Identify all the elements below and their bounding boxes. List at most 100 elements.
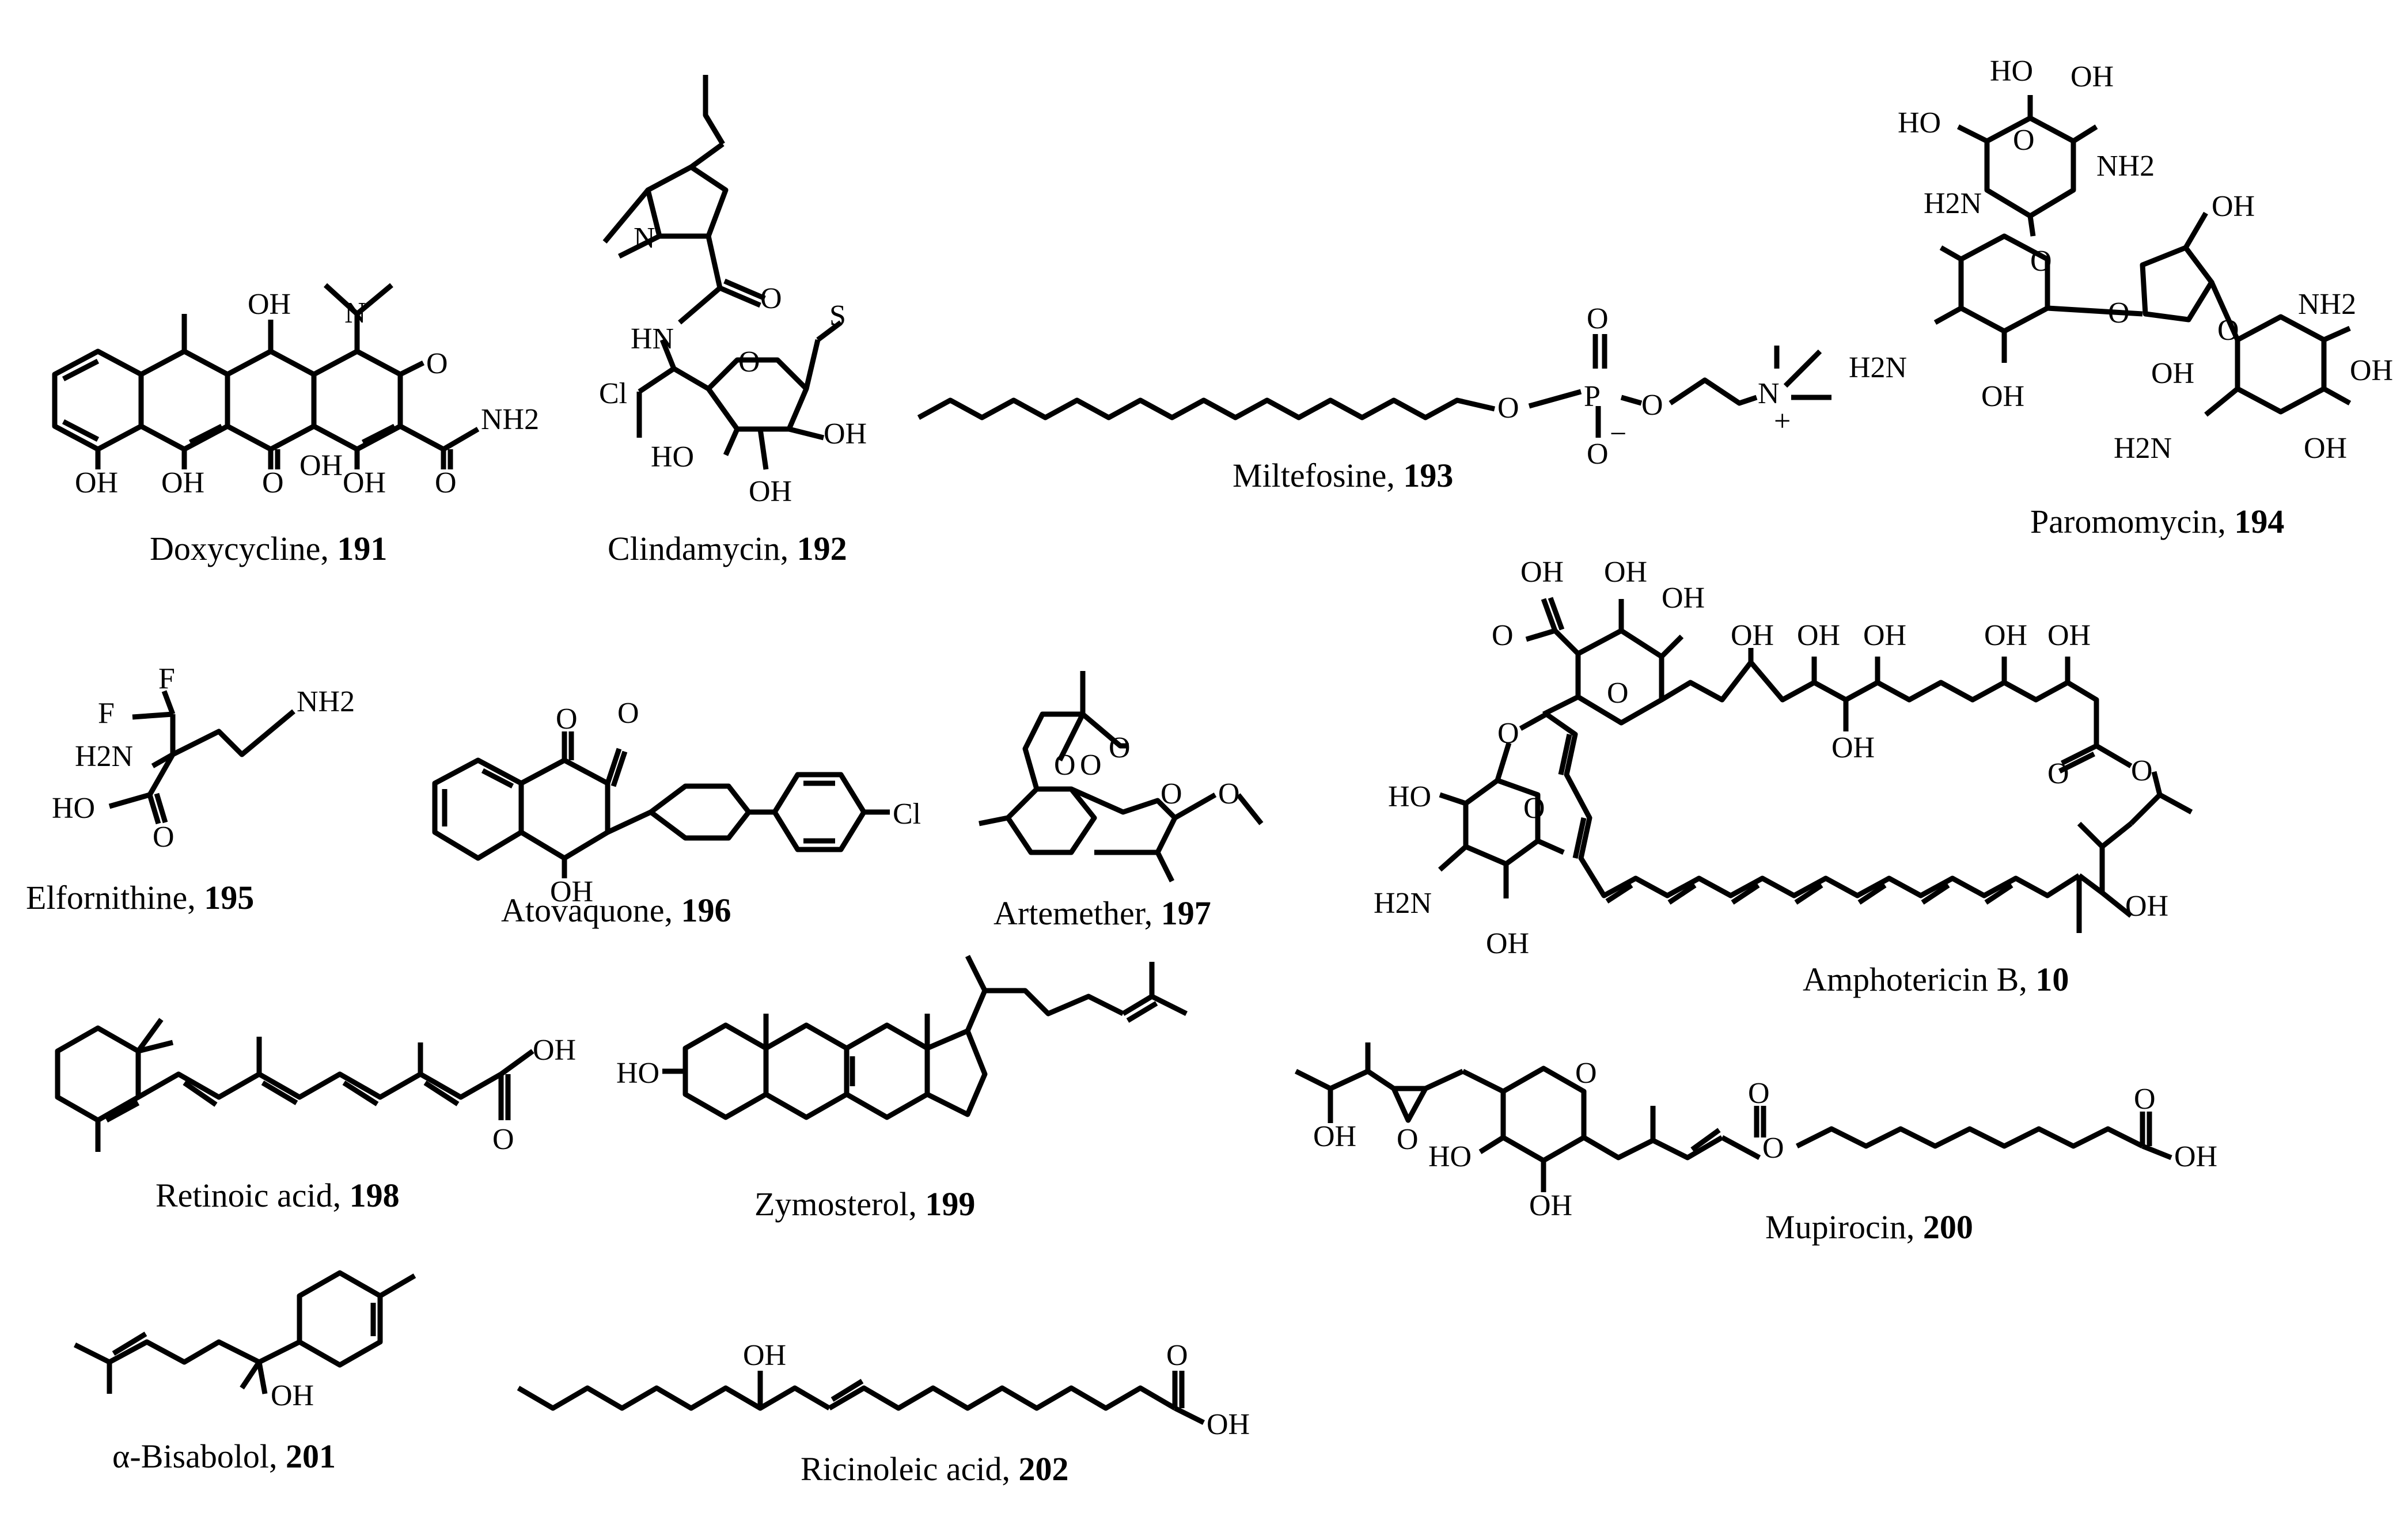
- caption-elfornithine: Elfornithine, 195: [26, 879, 254, 916]
- caption-artemether: Artemether, 197: [993, 894, 1211, 932]
- atom-ho: HO: [1428, 1140, 1472, 1173]
- atom-o: O: [1497, 717, 1519, 750]
- structure-zymosterol: HO: [616, 954, 1188, 1120]
- atom-oh: OH: [75, 467, 118, 499]
- structure-ricinoleic-acid: OH O OH: [517, 1339, 1250, 1441]
- atom-o: O: [435, 467, 457, 499]
- atom-oh: OH: [248, 288, 291, 321]
- atom-oh: OH: [1731, 619, 1774, 652]
- atom-h2n: H2N: [1374, 887, 1432, 920]
- atom-oh: OH: [749, 475, 792, 508]
- atom-o: O: [426, 347, 448, 380]
- caption-atovaquone: Atovaquone, 196: [501, 892, 731, 929]
- caption-miltefosine: Miltefosine, 193: [1233, 457, 1453, 494]
- atom-oh: OH: [1604, 556, 1647, 589]
- structure-doxycycline: O OH N OH OH O OH OH O NH2: [52, 283, 539, 499]
- caption-amphotericin-b: Amphotericin B, 10: [1803, 961, 2069, 998]
- atom-nh2: NH2: [297, 685, 355, 718]
- atom-o: O: [153, 821, 175, 854]
- atom-n: N: [344, 297, 366, 329]
- atom-oh: OH: [2174, 1140, 2217, 1173]
- atom-o: O: [1166, 1339, 1188, 1372]
- atom-ho: HO: [651, 441, 694, 473]
- atom-oh: OH: [1863, 619, 1906, 652]
- atom-oh: OH: [2070, 60, 2114, 93]
- structure-amphotericin-b: OH OH OH O O OH OH OH OH OH OH O O OH O …: [1374, 556, 2193, 960]
- atom-oh: OH: [299, 449, 343, 482]
- atom-f: F: [158, 662, 175, 695]
- structure-alpha-bisabolol: OH: [73, 1270, 416, 1412]
- atom-o: O: [738, 346, 760, 378]
- caption-retinoic-acid: Retinoic acid, 198: [156, 1177, 400, 1214]
- atom-o: O: [760, 282, 782, 315]
- structure-miltefosine: O P O O − O N +: [917, 302, 1831, 471]
- caption-doxycycline: Doxycycline, 191: [150, 530, 387, 567]
- atom-o: O: [617, 697, 639, 730]
- atom-cl: Cl: [599, 377, 627, 410]
- atom-o: O: [1762, 1132, 1784, 1165]
- atom-o: O: [2047, 757, 2069, 790]
- atom-n: N: [634, 222, 655, 255]
- atom-o: O: [2030, 245, 2052, 278]
- caption-ricinoleic-acid: Ricinoleic acid, 202: [801, 1450, 1068, 1488]
- atom-o: O: [1587, 302, 1609, 335]
- atom-oh: OH: [1313, 1120, 1356, 1153]
- atom-o: O: [1575, 1057, 1597, 1090]
- atom-s: S: [829, 299, 846, 332]
- atom-oh: OH: [2212, 190, 2255, 223]
- atom-o: O: [1523, 792, 1545, 825]
- atom-h2n: H2N: [1849, 351, 1907, 384]
- atom-minus: −: [1610, 418, 1626, 450]
- atom-o: O: [1397, 1123, 1419, 1156]
- atom-o: O: [1054, 749, 1076, 782]
- atom-oh: OH: [1831, 731, 1875, 764]
- atom-oh: OH: [1520, 556, 1564, 589]
- atom-o: O: [1748, 1077, 1770, 1110]
- atom-f: F: [98, 697, 115, 730]
- atom-oh: OH: [1797, 619, 1840, 652]
- atom-oh: OH: [824, 418, 867, 450]
- atom-nh2: NH2: [2298, 288, 2356, 321]
- caption-alpha-bisabolol: α-Bisabolol, 201: [112, 1438, 336, 1475]
- atom-o: O: [1587, 438, 1609, 471]
- atom-o: O: [2131, 754, 2153, 787]
- structure-clindamycin: HN Cl O S N O HO OH OH: [599, 75, 867, 508]
- atom-oh: OH: [550, 875, 593, 908]
- atom-h2n: H2N: [75, 740, 133, 773]
- atom-oh: OH: [743, 1339, 786, 1372]
- atom-p: P: [1584, 380, 1601, 413]
- atom-ho: HO: [52, 792, 95, 825]
- atom-oh: OH: [2350, 354, 2393, 387]
- atom-oh: OH: [161, 467, 204, 499]
- atom-oh: OH: [1662, 582, 1705, 615]
- atom-ho: HO: [1388, 780, 1431, 813]
- atom-oh: OH: [2047, 619, 2091, 652]
- atom-o: O: [1607, 677, 1629, 710]
- atom-hn: HN: [631, 323, 674, 355]
- atom-o: O: [1161, 778, 1182, 810]
- atom-oh: OH: [343, 467, 386, 499]
- atom-oh: OH: [2151, 357, 2194, 390]
- caption-clindamycin: Clindamycin, 192: [608, 530, 847, 567]
- atom-o: O: [492, 1123, 514, 1156]
- atom-o: O: [1641, 389, 1663, 422]
- atom-nh2: NH2: [2096, 150, 2155, 183]
- caption-zymosterol: Zymosterol, 199: [754, 1185, 975, 1223]
- atom-o: O: [556, 703, 578, 735]
- atom-oh: OH: [271, 1379, 314, 1412]
- atom-h2n: H2N: [2114, 432, 2172, 465]
- atom-plus: +: [1774, 405, 1791, 438]
- atom-o: O: [1218, 778, 1240, 810]
- structure-atovaquone: O O OH Cl: [432, 697, 921, 908]
- atom-ho: HO: [1898, 107, 1941, 139]
- atom-oh: OH: [533, 1034, 576, 1067]
- atom-o: O: [1080, 749, 1102, 782]
- atom-ho: HO: [616, 1057, 659, 1090]
- atom-cl: Cl: [893, 798, 921, 831]
- atom-o: O: [2217, 314, 2239, 347]
- atom-o: O: [1109, 731, 1131, 764]
- atom-n: N: [1758, 377, 1780, 410]
- structure-paromomycin: HO OH HO O NH2 H2N OH O NH2 H2N O O OH O…: [1849, 55, 2393, 465]
- atom-oh: OH: [2125, 890, 2168, 923]
